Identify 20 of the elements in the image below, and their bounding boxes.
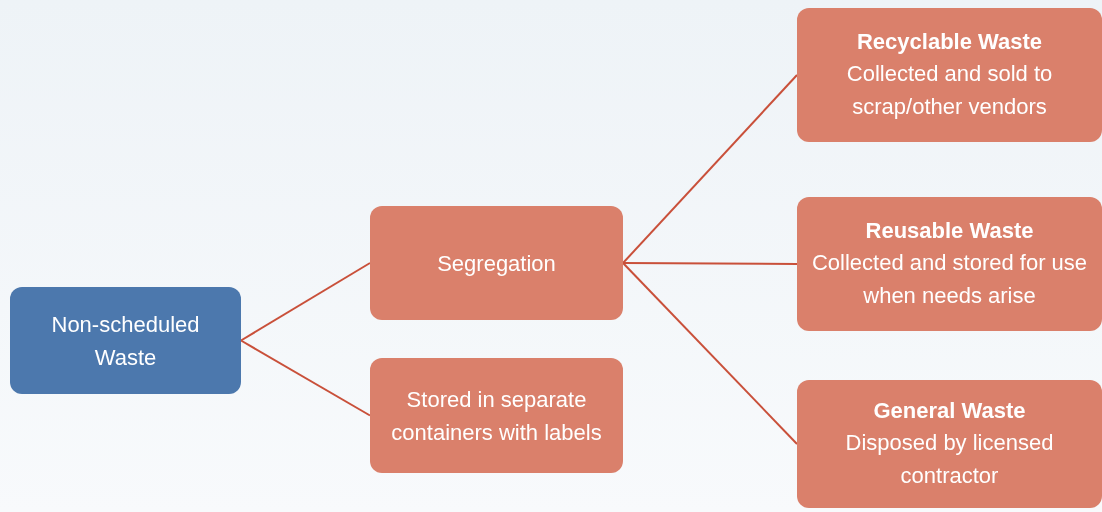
process-box [10, 287, 241, 394]
box-text: Non-scheduled Waste [50, 310, 201, 372]
process-box [370, 206, 623, 320]
box-heading: Recyclable Waste [856, 28, 1043, 56]
process-box [797, 380, 1102, 508]
box-text: Collected and sold to scrap/other vendors [845, 60, 1054, 121]
process-box [797, 197, 1102, 331]
process-box [370, 358, 623, 473]
connector-line [240, 339, 371, 417]
connector-line [240, 262, 371, 342]
connector-line [622, 74, 798, 264]
box-heading: General Waste [873, 397, 1026, 425]
box-text: Stored in separate containers with labels [390, 385, 603, 447]
box-text: Collected and stored for use when needs arise [810, 249, 1089, 310]
process-box [797, 8, 1102, 142]
box-text: Disposed by licensed contractor [844, 429, 1055, 490]
box-text: Segregation [437, 249, 556, 278]
connector-line [622, 262, 798, 445]
box-heading: Reusable Waste [865, 217, 1034, 245]
connector-line [622, 262, 798, 265]
